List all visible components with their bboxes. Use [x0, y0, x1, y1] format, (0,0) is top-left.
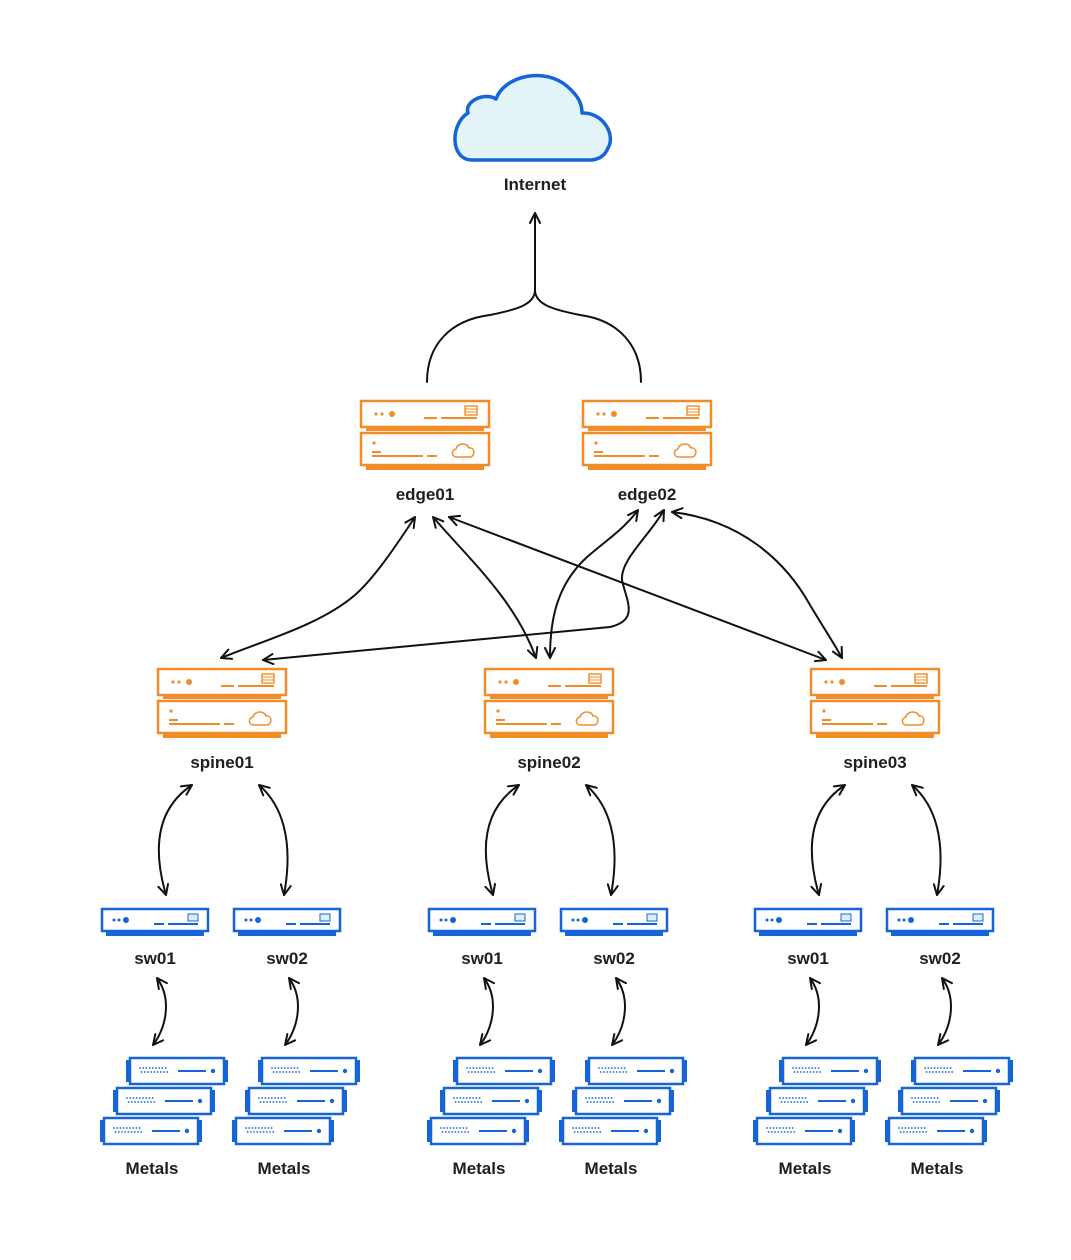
spine02-node: spine02	[483, 667, 615, 772]
server-stack-icon	[232, 1056, 360, 1146]
spine01-node: spine01	[156, 667, 288, 772]
link-edge02-spine01	[262, 509, 665, 666]
spine03-sw01-node-label: sw01	[787, 949, 829, 968]
spine03-sw01-node: sw01	[753, 907, 863, 968]
edge02-node: edge02	[581, 399, 713, 504]
spine01-sw01-metals: Metals	[100, 1056, 228, 1178]
connection-links	[220, 212, 843, 666]
edge01-node: edge01	[359, 399, 491, 504]
router-icon	[809, 667, 941, 738]
spine03-sw01-metals: Metals	[753, 1056, 881, 1178]
spine03-label: spine03	[843, 753, 906, 772]
edge01-label: edge01	[396, 485, 455, 504]
link-edge01-spine03	[448, 514, 827, 663]
spine02-sw01-node-label: sw01	[461, 949, 503, 968]
spine03-sw02-metals-label: Metals	[911, 1159, 964, 1178]
router-icon	[359, 399, 491, 470]
link-edge01-spine02	[432, 516, 539, 659]
link-spine01-sw01-metals	[152, 977, 168, 1046]
spine01-sw01-node: sw01	[100, 907, 210, 968]
switch-icon	[559, 907, 669, 936]
spine01-sw02-metals-label: Metals	[258, 1159, 311, 1178]
spine02-sw01-metals-label: Metals	[453, 1159, 506, 1178]
link-spine02-sw01-metals	[479, 977, 495, 1046]
link-edge02-spine03	[671, 507, 843, 659]
spine02-sw01-node: sw01	[427, 907, 537, 968]
spine01-sw02-node: sw02	[232, 907, 342, 968]
spine01-sw01-metals-label: Metals	[126, 1159, 179, 1178]
switch-icon	[753, 907, 863, 936]
spine03-sw02-metals: Metals	[885, 1056, 1013, 1178]
spine02-sw02-metals-label: Metals	[585, 1159, 638, 1178]
internet-label: Internet	[504, 175, 567, 194]
lower-connection-links	[152, 784, 953, 1046]
link-spine01-sw01	[157, 784, 193, 896]
spine02-sw01-metals: Metals	[427, 1056, 555, 1178]
link-spine03-sw01-metals	[805, 977, 821, 1046]
router-icon	[483, 667, 615, 738]
link-spine03-sw02-metals	[937, 977, 953, 1046]
spine02-label: spine02	[517, 753, 580, 772]
server-stack-icon	[100, 1056, 228, 1146]
spine01-sw02-node-label: sw02	[266, 949, 308, 968]
switch-icon	[100, 907, 210, 936]
switch-icon	[885, 907, 995, 936]
spine01-label: spine01	[190, 753, 253, 772]
switch-icon	[232, 907, 342, 936]
server-stack-icon	[753, 1056, 881, 1146]
spine02-sw02-node: sw02	[559, 907, 669, 968]
link-edge01-internet	[426, 289, 536, 383]
spine02-sw02-metals: Metals	[559, 1056, 687, 1178]
link-spine02-sw02-metals	[611, 977, 627, 1046]
link-spine01-sw02-metals	[284, 977, 300, 1046]
link-spine02-sw01	[484, 784, 520, 896]
link-spine03-sw01	[810, 784, 846, 896]
edge02-label: edge02	[618, 485, 677, 504]
server-stack-icon	[427, 1056, 555, 1146]
spine01-sw01-node-label: sw01	[134, 949, 176, 968]
router-icon	[156, 667, 288, 738]
server-stack-icon	[559, 1056, 687, 1146]
spine03-node: spine03	[809, 667, 941, 772]
internet-node: Internet	[453, 73, 613, 194]
spine03-sw01-metals-label: Metals	[779, 1159, 832, 1178]
link-edge02-spine02	[544, 509, 639, 659]
spine01-sw02-metals: Metals	[232, 1056, 360, 1178]
spine02-sw02-node-label: sw02	[593, 949, 635, 968]
switch-icon	[427, 907, 537, 936]
spine03-sw02-node-label: sw02	[919, 949, 961, 968]
server-stack-icon	[885, 1056, 1013, 1146]
cloud-icon	[453, 73, 613, 162]
link-edge01-spine01	[220, 516, 416, 660]
link-spine03-sw02	[911, 784, 945, 896]
link-spine02-sw02	[585, 784, 619, 896]
router-icon	[581, 399, 713, 470]
spine03-sw02-node: sw02	[885, 907, 995, 968]
link-edge02-internet	[534, 289, 642, 383]
link-spine01-sw02	[258, 784, 292, 896]
